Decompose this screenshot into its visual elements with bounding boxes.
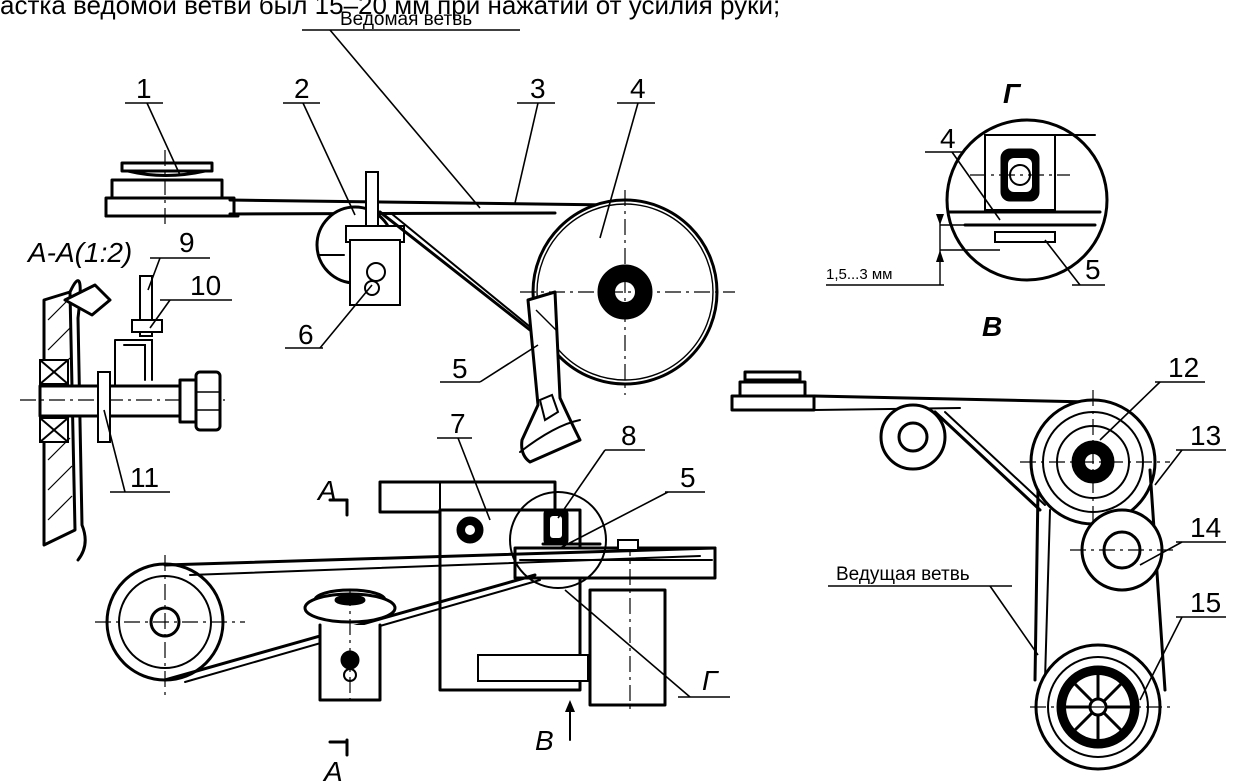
callout-12: 12	[1168, 352, 1199, 383]
callout-2: 2	[294, 73, 310, 104]
view-g-label: Г	[1003, 78, 1022, 109]
pulley-1	[104, 150, 236, 228]
belt-guide-5	[519, 290, 582, 464]
header-text: астка ведомой ветви был 15–20 мм при наж…	[0, 0, 780, 20]
callouts-bottom: 7 8 5 Г А А В	[316, 408, 730, 781]
section-label: А-А(1:2)	[26, 237, 132, 268]
callout-7: 7	[450, 408, 466, 439]
callout-15: 15	[1190, 587, 1221, 618]
callout-14: 14	[1190, 512, 1221, 543]
callout-5b: 5	[680, 462, 696, 493]
label-driven-branch: Ведомая ветвь	[340, 9, 472, 30]
view-v: В	[730, 311, 1175, 771]
callout-8: 8	[621, 420, 637, 451]
top-belt-assembly	[104, 150, 735, 464]
callout-1: 1	[136, 73, 152, 104]
pulley-4	[520, 190, 735, 395]
label-drive-branch: Ведущая ветвь	[836, 564, 970, 585]
callouts-section: 9 10 11	[103, 227, 232, 493]
callout-6: 6	[298, 319, 314, 350]
callout-13: 13	[1190, 420, 1221, 451]
view-v-label: В	[982, 311, 1002, 342]
arrow-v-label: В	[535, 725, 554, 756]
bottom-belt-assembly	[95, 480, 717, 757]
section-mark-top: А	[316, 475, 337, 506]
callouts-top: 1 2 3 4 6 5 Ведомая ветвь	[125, 9, 655, 384]
callout-4: 4	[630, 73, 646, 104]
section-mark-bottom: А	[322, 756, 343, 781]
callout-10: 10	[190, 270, 221, 301]
callout-3: 3	[530, 73, 546, 104]
callout-5g: 5	[1085, 254, 1101, 285]
callout-9: 9	[179, 227, 195, 258]
idler-pulley-2	[315, 171, 405, 306]
view-g-bottom: Г	[702, 665, 719, 696]
view-g-detail: Г 1,5...3 мм 4 5	[826, 78, 1109, 286]
callout-5: 5	[452, 353, 468, 384]
callout-11: 11	[130, 462, 159, 493]
gap-dimension: 1,5...3 мм	[826, 266, 893, 283]
section-a-a: А-А(1:2)	[20, 237, 225, 562]
callout-4g: 4	[940, 123, 956, 154]
callouts-view-v: 12 13 14 15 Ведущая ветвь	[828, 352, 1226, 701]
